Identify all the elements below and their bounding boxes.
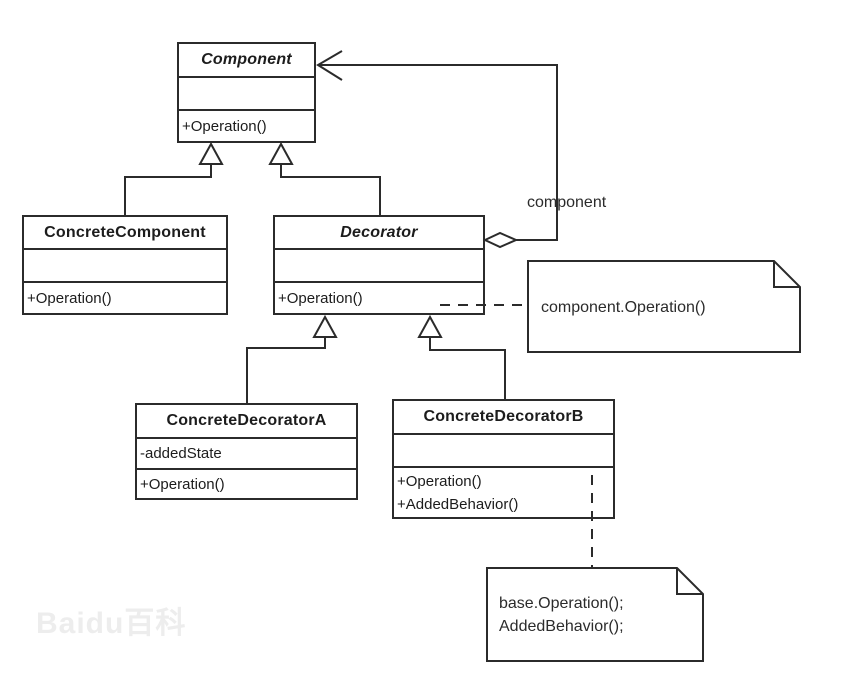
inheritance-concrete-component-to-component	[124, 141, 224, 215]
method-label: +Operation()	[140, 475, 225, 493]
class-methods-decorator: +Operation()	[275, 283, 483, 313]
inheritance-concrete-decorator-b-to-decorator	[417, 314, 506, 399]
note-text-line: base.Operation();	[499, 595, 624, 612]
open-arrowhead-icon	[316, 50, 343, 81]
baidu-baike-watermark: Baidu百科	[36, 607, 187, 640]
note-text-decorator-b-operation: base.Operation(); AddedBehavior();	[499, 592, 624, 638]
aggregation-role-label: component	[527, 194, 607, 211]
class-box-component: Component +Operation()	[177, 42, 316, 143]
attribute-label: -addedState	[140, 445, 222, 462]
method-label: +Operation()	[182, 117, 267, 135]
class-title-component: Component	[179, 44, 314, 78]
class-methods-component: +Operation()	[179, 111, 314, 141]
class-attributes-concrete-decorator-b	[394, 435, 613, 468]
class-methods-concrete-decorator-b: +Operation() +AddedBehavior()	[394, 468, 613, 517]
inheritance-triangle-icon	[268, 141, 294, 165]
method-label: +Operation()	[27, 289, 112, 307]
class-title-concrete-component: ConcreteComponent	[24, 217, 226, 250]
class-attributes-decorator	[275, 250, 483, 283]
inheritance-triangle-icon	[198, 141, 224, 165]
class-attributes-concrete-decorator-a: -addedState	[137, 439, 356, 470]
method-label: +Operation()	[278, 289, 363, 307]
note-text-line: AddedBehavior();	[499, 618, 624, 635]
method-label: +Operation()	[397, 472, 482, 490]
note-fold-icon	[676, 568, 703, 595]
class-attributes-concrete-component	[24, 250, 226, 283]
aggregation-diamond-icon	[482, 231, 519, 249]
class-title-decorator: Decorator	[275, 217, 483, 250]
class-box-concrete-component: ConcreteComponent +Operation()	[22, 215, 228, 315]
inheritance-triangle-icon	[417, 314, 443, 338]
class-title-concrete-decorator-a: ConcreteDecoratorA	[137, 405, 356, 439]
class-title-concrete-decorator-b: ConcreteDecoratorB	[394, 401, 613, 435]
inheritance-decorator-to-component	[268, 141, 381, 215]
note-fold-icon	[773, 261, 800, 288]
class-box-concrete-decorator-a: ConcreteDecoratorA -addedState +Operatio…	[135, 403, 358, 500]
class-box-decorator: Decorator +Operation()	[273, 215, 485, 315]
method-label: +AddedBehavior()	[397, 495, 519, 513]
class-methods-concrete-decorator-a: +Operation()	[137, 470, 356, 498]
note-text-decorator-operation: component.Operation()	[541, 299, 706, 316]
class-attributes-component	[179, 78, 314, 111]
inheritance-triangle-icon	[312, 314, 338, 338]
class-box-concrete-decorator-b: ConcreteDecoratorB +Operation() +AddedBe…	[392, 399, 615, 519]
inheritance-concrete-decorator-a-to-decorator	[246, 314, 338, 403]
class-methods-concrete-component: +Operation()	[24, 283, 226, 313]
